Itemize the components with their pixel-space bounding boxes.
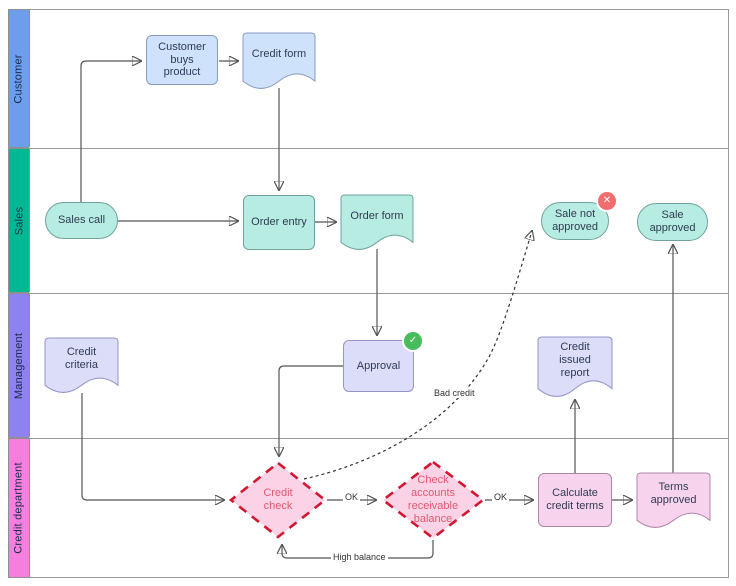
edge-label-ok-accounts-balance: OK	[492, 492, 510, 502]
node-sale-approved-label: Sale approved	[649, 209, 696, 234]
node-calculate-credit-terms[interactable]: Calculate credit terms	[538, 473, 612, 527]
document-shape	[45, 338, 118, 393]
decision-diamond-shape	[228, 461, 328, 539]
node-calculate-credit-terms-label: Calculate credit terms	[546, 487, 604, 512]
node-check-accounts-receivable-balance[interactable]: Check accounts receivable balance	[380, 460, 486, 540]
document-shape	[243, 33, 315, 89]
lane-divider	[8, 438, 729, 439]
node-check-accounts-receivable-balance-label: Check accounts receivable balance	[407, 474, 459, 525]
node-credit-issued-report[interactable]: Credit issued report	[538, 337, 612, 397]
lane-divider	[8, 293, 729, 294]
node-credit-check-label: Credit check	[263, 487, 293, 512]
lane-label-management: Management	[13, 332, 25, 399]
node-credit-form-label: Credit form	[251, 48, 307, 61]
node-order-form-label: Order form	[350, 209, 404, 222]
lane-bar-management[interactable]: Management	[8, 293, 30, 438]
node-customer-buys-product-label: Customer buys product	[158, 40, 206, 79]
edge-label-ok-credit-check: OK	[343, 492, 361, 502]
node-order-entry[interactable]: Order entry	[243, 195, 315, 250]
node-credit-form[interactable]: Credit form	[243, 33, 315, 89]
lane-label-sales: Sales	[13, 206, 25, 235]
lane-label-customer: Customer	[13, 53, 25, 104]
node-credit-criteria[interactable]: Credit criteria	[45, 338, 118, 393]
edge-label-bad-credit: Bad credit	[432, 388, 477, 398]
node-credit-check[interactable]: Credit check	[228, 461, 328, 539]
node-order-entry-label: Order entry	[251, 216, 307, 229]
lane-label-credit-department: Credit department	[13, 462, 26, 554]
lane-bar-customer[interactable]: Customer	[8, 9, 30, 148]
node-sales-call-label: Sales call	[57, 214, 106, 227]
node-sale-not-approved[interactable]: Sale not approved ✕	[541, 192, 616, 240]
node-sale-not-approved-label: Sale not approved	[552, 208, 598, 233]
rejected-badge-icon: ✕	[598, 192, 616, 210]
node-sales-call[interactable]: Sales call	[45, 202, 118, 239]
lane-bar-sales[interactable]: Sales	[8, 148, 30, 293]
node-credit-criteria-label: Credit criteria	[64, 346, 98, 371]
node-credit-issued-report-label: Credit issued report	[559, 341, 591, 379]
node-sale-approved[interactable]: Sale approved	[637, 203, 708, 241]
lane-divider	[8, 148, 729, 149]
node-terms-approved[interactable]: Terms approved	[637, 473, 710, 528]
node-customer-buys-product[interactable]: Customer buys product	[146, 35, 218, 85]
node-approval[interactable]: Approval ✓	[343, 332, 422, 392]
approved-badge-icon: ✓	[404, 332, 422, 350]
node-terms-approved-label: Terms approved	[650, 481, 697, 506]
decision-diamond-shape	[380, 460, 486, 540]
node-order-form[interactable]: Order form	[341, 195, 413, 250]
lane-bar-credit-department[interactable]: Credit department	[8, 438, 30, 578]
document-shape	[538, 337, 612, 397]
document-shape	[637, 473, 710, 528]
node-approval-label: Approval	[356, 359, 401, 372]
edge-label-high-balance: High balance	[331, 552, 388, 562]
